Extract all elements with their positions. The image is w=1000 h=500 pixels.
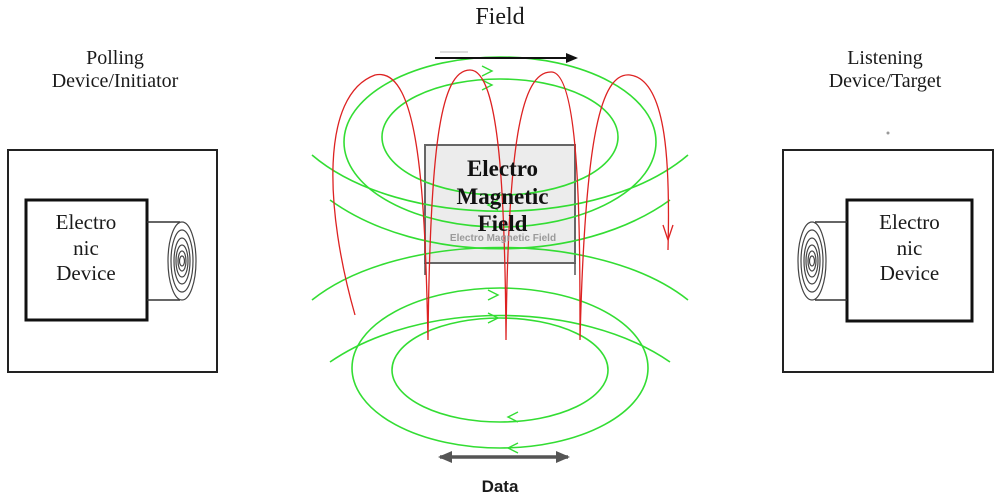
polling-device-line2: nic xyxy=(73,235,99,260)
em-field-overlap-text: Electro Magnetic Field xyxy=(449,233,557,244)
listening-device-line2: nic xyxy=(896,235,923,260)
listening-title-line1: Listening xyxy=(847,47,923,69)
polling-device-title: Polling Device/Initiator xyxy=(10,47,220,93)
magnetic-field-arrows xyxy=(481,65,519,454)
data-label: Data xyxy=(481,477,519,496)
listening-electronic-device-label: Electro nic Device xyxy=(847,210,972,287)
listening-antenna-coil-icon xyxy=(797,221,827,301)
listening-antenna-leads xyxy=(815,221,847,301)
polling-device-line1: Electro xyxy=(55,210,117,234)
field-label: Field xyxy=(475,4,525,30)
listening-device-title: Listening Device/Target xyxy=(780,47,990,93)
polling-device-line3: Device xyxy=(56,261,116,286)
em-field-line1: Electro xyxy=(466,156,539,181)
polling-electronic-device-box xyxy=(24,198,149,322)
polling-title-line1: Polling xyxy=(86,47,144,69)
center-box-legs xyxy=(424,263,576,275)
listening-title-line2: Device/Target xyxy=(828,70,942,92)
polling-title-line2: Device/Initiator xyxy=(51,70,179,92)
stray-dot xyxy=(886,131,890,135)
polling-antenna-leads xyxy=(147,221,180,301)
electric-wave-lines xyxy=(332,69,670,341)
listening-device-line1: Electro xyxy=(879,210,940,234)
listening-electronic-device-box xyxy=(845,198,974,323)
listening-device-line3: Device xyxy=(879,261,940,286)
wave-direction-arrow xyxy=(662,224,674,243)
em-field-line2: Magnetic xyxy=(456,183,549,209)
electromagnetic-field-label: Electro Magnetic Field xyxy=(420,155,585,238)
polling-electronic-device-label: Electro nic Device xyxy=(26,210,146,287)
em-field-line3: Field xyxy=(477,211,528,237)
polling-antenna-coil-icon xyxy=(167,221,197,301)
